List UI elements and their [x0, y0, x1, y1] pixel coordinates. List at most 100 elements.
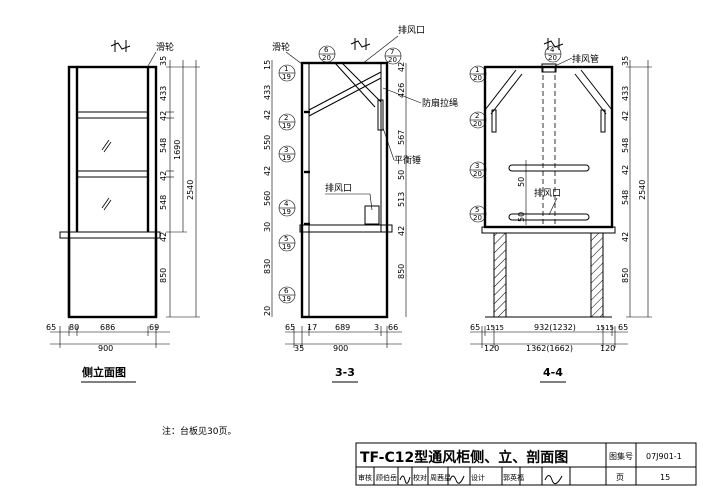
section44-right-dim-2: 42 — [621, 111, 630, 121]
svg-text:19: 19 — [282, 295, 291, 303]
side-pulley-label: 滑轮 — [156, 41, 174, 53]
section33-left-dim-1: 433 — [263, 85, 272, 100]
side-cabinet-outline — [67, 65, 158, 319]
section44-inner-dim-0: 50 — [517, 177, 526, 187]
design-label: 设计 — [471, 473, 485, 482]
side-dim-2: 42 — [159, 111, 168, 121]
section33-exhaust-mid-label: 排风口 — [325, 182, 352, 194]
section33-left-dim-4: 42 — [263, 166, 272, 176]
side-worktop — [59, 231, 161, 239]
svg-text:1: 1 — [475, 66, 479, 74]
atlas-no-label: 图集号 — [609, 451, 633, 461]
side-width-0: 65 — [46, 323, 56, 332]
svg-text:20: 20 — [388, 56, 397, 64]
svg-text:20: 20 — [322, 54, 331, 62]
check-label: 校对 — [413, 473, 427, 482]
section44-inner-dim-1: 50 — [517, 212, 526, 222]
side-dim-ticks — [166, 66, 200, 318]
section33-exhaust-port — [364, 205, 380, 225]
svg-text:6: 6 — [284, 287, 289, 295]
section33-width-3: 3 — [374, 323, 379, 332]
reviewer-signature — [399, 475, 411, 484]
section33-right-dim-1: 426 — [397, 83, 406, 98]
section44-right-pedestal — [590, 232, 604, 318]
side-view-title: 侧立面图 — [82, 365, 126, 379]
section33-callout-5-19: 5 19 — [278, 234, 296, 252]
section44-bottom-dim-0: 120 — [484, 344, 499, 353]
section33-worktop — [299, 224, 393, 233]
section33-exhaust-top-label: 排风口 — [398, 24, 425, 36]
section44-callout-3-20: 3 20 — [469, 161, 487, 179]
section33-callout-2-19: 2 19 — [278, 113, 296, 131]
section44-width-5: 15 — [605, 324, 614, 332]
section33-right-dim-4: 513 — [397, 192, 406, 207]
section44-left-pedestal — [493, 232, 507, 318]
svg-text:19: 19 — [282, 154, 291, 162]
designer-name: 郭英福 — [503, 473, 524, 482]
section44-callout-5-20: 5 20 — [469, 205, 487, 223]
section44-exhaust-pipe-label: 排风管 — [572, 53, 599, 65]
page-label: 页 — [616, 473, 624, 482]
svg-text:1: 1 — [284, 65, 288, 73]
reviewer-name: 顾伯岳 — [376, 473, 397, 482]
side-dim-4: 42 — [159, 171, 168, 181]
section44-width-6: 65 — [618, 323, 628, 332]
svg-text:19: 19 — [282, 73, 291, 81]
svg-text:4: 4 — [550, 46, 555, 54]
svg-text:6: 6 — [324, 46, 329, 54]
section33-width-4: 66 — [388, 323, 398, 332]
section44-width-0: 65 — [470, 323, 480, 332]
section44-right-dim-3: 548 — [621, 138, 630, 153]
section44-callout-1-20: 1 20 — [469, 65, 487, 83]
section33-right-dim-6: 850 — [397, 264, 406, 279]
section33-callout-4-19: 4 19 — [278, 199, 296, 217]
side-dim-3: 548 — [159, 138, 168, 153]
section44-exhaust-pipe — [541, 63, 557, 73]
section44-bottom-dim-1: 1362(1662) — [526, 344, 573, 353]
side-dim-6: 42 — [159, 232, 168, 242]
section44-bottom-dim-2: 120 — [600, 344, 615, 353]
svg-text:19: 19 — [282, 122, 291, 130]
side-dim-bottom: 850 — [159, 268, 168, 283]
review-label: 审核 — [358, 473, 372, 482]
section44-width-1: 15 — [486, 324, 495, 332]
section44-worktop — [481, 226, 616, 234]
section44-total-dim: 2540 — [638, 180, 647, 200]
sheet-note: 注：台板见30页。 — [162, 425, 236, 437]
section44-right-dim-7: 850 — [621, 268, 630, 283]
section33-width-1: 17 — [307, 323, 317, 332]
checker-name: 周茜星 — [430, 473, 451, 482]
section33-right-dim-2: 567 — [397, 130, 406, 145]
side-width-1: 80 — [69, 323, 79, 332]
svg-text:20: 20 — [473, 214, 482, 222]
section33-rope-label: 防扇拉绳 — [422, 97, 458, 109]
side-dim-0: 35 — [159, 56, 168, 66]
svg-text:19: 19 — [282, 208, 291, 216]
side-dim-total: 2540 — [186, 180, 195, 200]
section33-left-dim-5: 560 — [263, 191, 272, 206]
section33-left-dim-3: 550 — [263, 135, 272, 150]
section44-lower-slot — [508, 213, 590, 221]
side-width-2: 686 — [100, 323, 115, 332]
section33-bottom-dim-0: 35 — [294, 344, 304, 353]
section44-cabinet-outline — [483, 65, 614, 229]
section33-bottom-dim-1: 900 — [333, 344, 348, 353]
side-width-overall: 900 — [98, 344, 113, 353]
section44-callout-4-20: 4 20 — [544, 45, 562, 63]
svg-text:3: 3 — [284, 146, 288, 154]
svg-text:5: 5 — [284, 235, 288, 243]
section33-left-dim-0: 15 — [263, 60, 272, 70]
side-dim-5: 548 — [159, 195, 168, 210]
svg-text:2: 2 — [284, 114, 288, 122]
svg-text:2: 2 — [475, 112, 479, 120]
section44-callout-2-20: 2 20 — [469, 111, 487, 129]
svg-text:3: 3 — [475, 162, 479, 170]
section33-duct-break — [350, 38, 371, 50]
section33-callout-6-20: 6 20 — [318, 45, 336, 63]
title-block: TF-C12型通风柜侧、立、剖面图 图集号 07J901-1 审核 顾伯岳 校对… — [355, 442, 697, 486]
counterweight-shape — [377, 99, 384, 131]
atlas-no: 07J901-1 — [646, 452, 682, 461]
duct-break-mark — [110, 40, 131, 52]
section33-width-0: 65 — [285, 323, 295, 332]
section33-callout-1-19: 1 19 — [278, 64, 296, 82]
